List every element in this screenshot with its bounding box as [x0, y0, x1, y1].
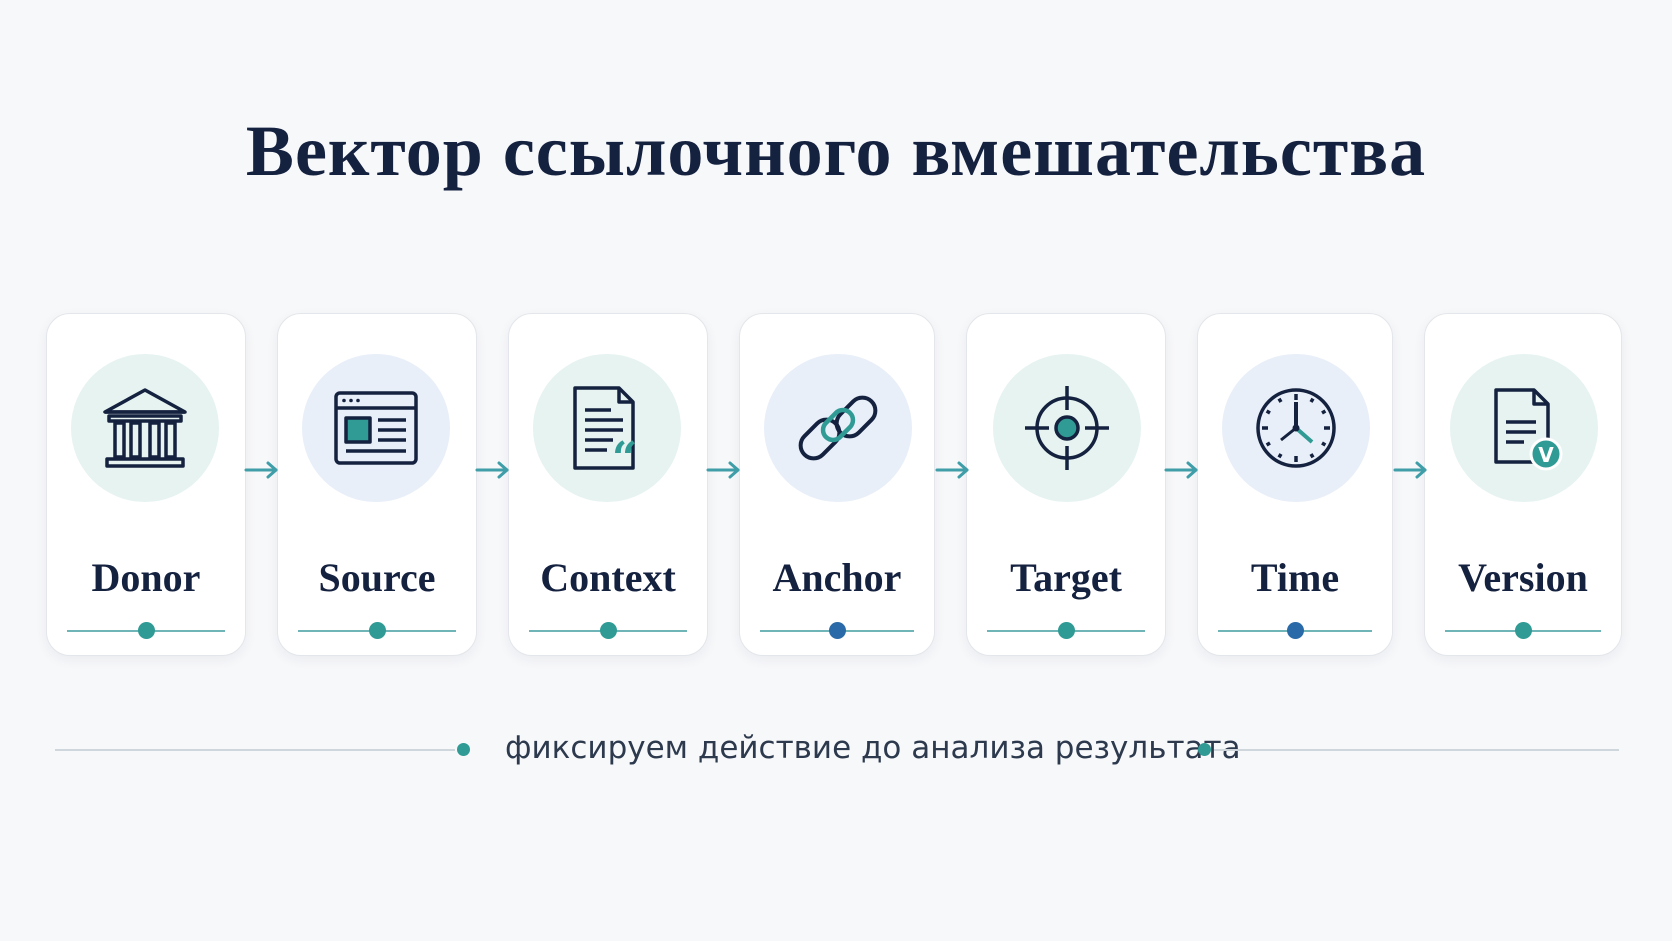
- step-card-anchor: Anchor: [739, 313, 935, 656]
- icon-background: V: [1450, 354, 1598, 502]
- step-label: Anchor: [772, 555, 902, 600]
- arrow-right-icon: [1393, 461, 1427, 479]
- footer-dot-right: [1198, 743, 1211, 756]
- step-card-target: Target: [966, 313, 1166, 656]
- svg-text:“: “: [612, 433, 637, 478]
- version-badge: V: [1538, 443, 1554, 467]
- page-title: Вектор ссылочного вмешательства: [245, 111, 1427, 191]
- document-version-icon: V: [1494, 388, 1563, 471]
- icon-background: “: [533, 354, 681, 502]
- footer-caption: фиксируем действие до анализа результата: [505, 730, 1241, 766]
- document-quote-icon: “: [573, 386, 637, 478]
- step-label: Context: [540, 555, 676, 600]
- step-card-donor: Donor: [46, 313, 246, 656]
- icon-background: [71, 354, 219, 502]
- step-label: Target: [1010, 555, 1122, 600]
- bank-icon: [103, 388, 187, 468]
- step-dot: [1287, 622, 1304, 639]
- link-icon: [798, 395, 878, 461]
- browser-window-icon: [334, 391, 418, 465]
- icon-background: [1222, 354, 1370, 502]
- icon-background: [302, 354, 450, 502]
- arrow-right-icon: [935, 461, 969, 479]
- arrow-right-icon: [706, 461, 740, 479]
- step-label: Donor: [91, 555, 201, 600]
- icon-background: [993, 354, 1141, 502]
- step-card-time: Time: [1197, 313, 1393, 656]
- step-label: Version: [1458, 555, 1588, 600]
- step-dot: [1058, 622, 1075, 639]
- arrow-right-icon: [475, 461, 509, 479]
- arrow-right-icon: [244, 461, 278, 479]
- step-dot: [369, 622, 386, 639]
- step-card-version: V Version: [1424, 313, 1622, 656]
- icon-background: [764, 354, 912, 502]
- footer-divider-left: [55, 749, 455, 751]
- clock-icon: [1256, 388, 1336, 468]
- crosshair-icon: [1025, 386, 1109, 470]
- footer-divider-right: [1214, 749, 1619, 751]
- step-dot: [600, 622, 617, 639]
- footer-dot-left: [457, 743, 470, 756]
- step-card-context: “ Context: [508, 313, 708, 656]
- step-dot: [1515, 622, 1532, 639]
- step-card-source: Source: [277, 313, 477, 656]
- step-dot: [138, 622, 155, 639]
- step-label: Time: [1250, 555, 1340, 600]
- arrow-right-icon: [1164, 461, 1198, 479]
- step-dot: [829, 622, 846, 639]
- step-label: Source: [318, 555, 436, 600]
